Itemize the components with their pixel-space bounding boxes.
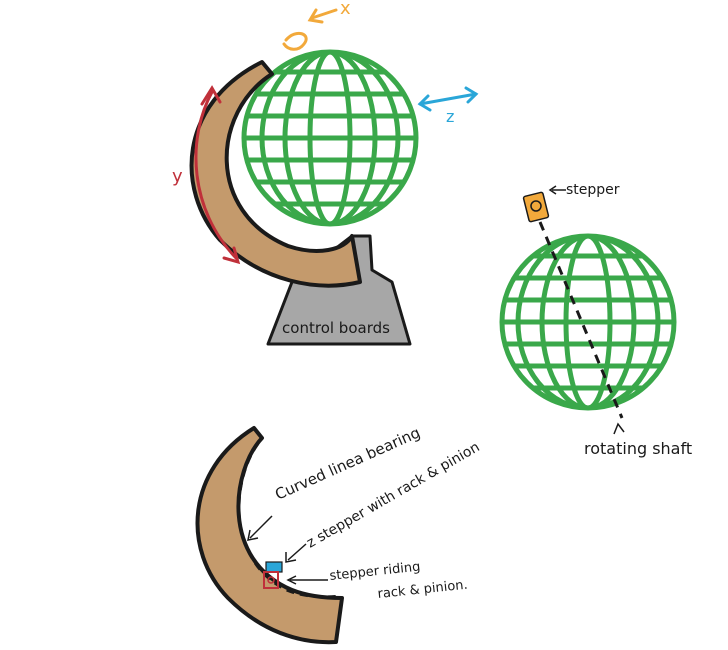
- y-axis-label: y: [172, 166, 183, 187]
- z-stepper-box: [265, 561, 283, 573]
- x-axis-arrow: [282, 8, 338, 51]
- base-label: control boards: [282, 319, 390, 337]
- y-axis-arrow: [194, 85, 241, 265]
- stepper-label: stepper: [566, 182, 620, 198]
- riding-stepper-box: [263, 571, 279, 589]
- shaft-globe-group: stepper rotating shaft: [499, 182, 692, 458]
- rotating-shaft-label: rotating shaft: [584, 439, 692, 458]
- z-axis-label: z: [446, 107, 454, 126]
- x-axis-label: x: [340, 0, 351, 19]
- stepper-riding-label-2: rack & pinion.: [377, 578, 469, 602]
- stepper-riding-label-1: stepper riding: [329, 560, 421, 584]
- globe-sphere-right: [499, 233, 677, 411]
- z-stepper-label: z stepper with rack & pinion: [304, 439, 482, 551]
- globe-arm-bottom: [195, 426, 344, 645]
- globe-arm-top: [189, 60, 362, 288]
- z-axis-arrow: [417, 86, 479, 112]
- arm-detail-group: Curved linea bearing z stepper with rack…: [195, 423, 482, 645]
- assembled-globe-group: control boards x: [172, 0, 479, 346]
- top-stepper-box: [522, 191, 550, 223]
- rotating-shaft-line: [538, 221, 624, 419]
